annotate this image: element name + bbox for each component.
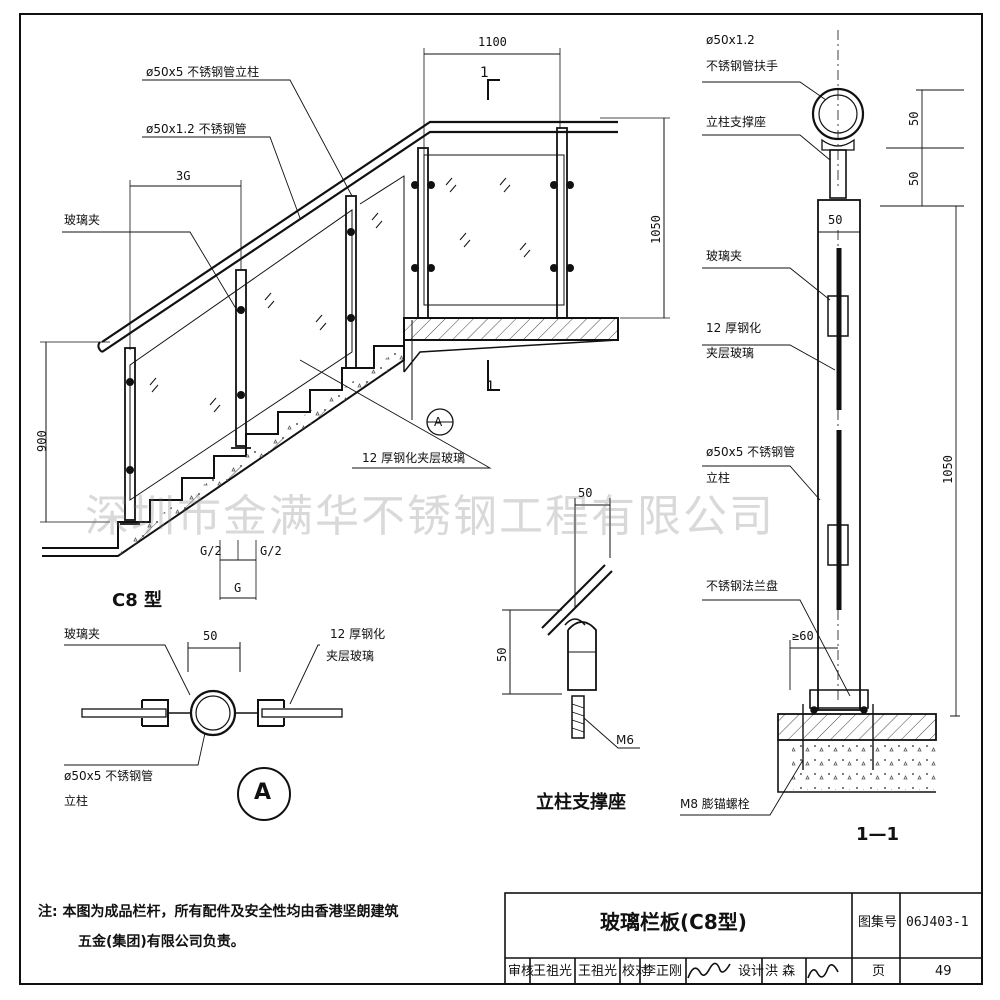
dim-1100: 1100 <box>478 35 507 49</box>
label-glass-clip: 玻璃夹 <box>64 213 101 227</box>
signature-hong <box>807 964 839 979</box>
page-number: 49 <box>935 964 952 979</box>
drawing-title: 玻璃栏板(C8型) <box>600 910 747 934</box>
label-a-post-1: ø50x5 不锈钢管 <box>64 769 154 783</box>
label-a-glass-1: 12 厚钢化 <box>330 627 386 641</box>
detail-a-label: A <box>254 780 272 805</box>
atlas-number: 06J403-1 <box>906 915 969 930</box>
detail-a-callout: A <box>434 415 443 429</box>
check-name: 李正刚 <box>643 964 683 979</box>
detail-a <box>64 642 343 821</box>
dim-1050: 1050 <box>649 215 663 244</box>
label-s-post-2: 立柱 <box>706 471 731 485</box>
section-mark-bottom: 1 <box>486 379 495 395</box>
note-line-2: 五金(集团)有限公司负责。 <box>78 934 245 950</box>
stair-elevation <box>40 48 670 600</box>
post-support-detail <box>502 498 640 749</box>
dim-s-50-lower: 50 <box>907 171 921 186</box>
page-label: 页 <box>872 964 886 979</box>
label-s-post-1: ø50x5 不锈钢管 <box>706 445 796 459</box>
label-s-handrail-1: ø50x1.2 <box>706 33 755 47</box>
label-s-seat: 立柱支撑座 <box>706 115 767 129</box>
dim-g2-right: G/2 <box>260 544 282 558</box>
design-label: 设计 <box>738 964 765 979</box>
sheet-border <box>19 13 983 985</box>
section-1-1 <box>680 30 964 816</box>
dim-a-50: 50 <box>203 629 218 643</box>
dim-s-1050: 1050 <box>941 455 955 484</box>
dim-g2-left: G/2 <box>200 544 222 558</box>
label-s-clip: 玻璃夹 <box>706 249 743 263</box>
label-s-glass-2: 夹层玻璃 <box>706 346 755 360</box>
dim-s-50-upper: 50 <box>907 111 921 126</box>
dim-seat-50-top: 50 <box>578 486 593 500</box>
dim-s-50: 50 <box>828 213 843 227</box>
check-label: 校对 <box>622 964 649 979</box>
atlas-label: 图集号 <box>858 915 898 930</box>
glass-clips <box>126 181 574 474</box>
label-s-bolt: M8 膨锚螺栓 <box>680 797 750 811</box>
watermark-text: 深圳市金满华不锈钢工程有限公司 <box>85 491 775 542</box>
section-mark-top: 1 <box>480 65 489 81</box>
review-label: 审核 <box>508 964 535 979</box>
dim-3g: 3G <box>176 169 191 183</box>
label-a-glass-2: 夹层玻璃 <box>326 649 375 663</box>
label-a-glass-clip: 玻璃夹 <box>64 627 101 641</box>
label-post-pipe: ø50x5 不锈钢管立柱 <box>146 65 260 79</box>
post-support-title: 立柱支撑座 <box>536 792 626 813</box>
label-s-flange: 不锈钢法兰盘 <box>706 579 779 593</box>
dim-900: 900 <box>35 430 49 452</box>
title-block <box>504 892 983 985</box>
note-line-1: 注: 本图为成品栏杆，所有配件及安全性均由香港坚朗建筑 <box>38 904 399 920</box>
signature-li <box>687 962 731 979</box>
label-s-handrail-2: 不锈钢管扶手 <box>706 59 779 73</box>
design-name: 洪 森 <box>765 964 796 979</box>
dim-seat-50-left: 50 <box>495 647 509 662</box>
dim-g: G <box>234 581 242 595</box>
label-pipe: ø50x1.2 不锈钢管 <box>146 122 247 136</box>
label-s-glass-1: 12 厚钢化 <box>706 321 762 335</box>
section-title: 1—1 <box>856 824 900 845</box>
dim-s-60: ≥60 <box>792 629 814 643</box>
elevation-title: C8 型 <box>112 590 163 611</box>
label-a-post-2: 立柱 <box>64 794 89 808</box>
label-glass: 12 厚钢化夹层玻璃 <box>362 451 466 465</box>
review-name: 王祖光 <box>533 964 573 979</box>
label-m6: M6 <box>616 733 634 747</box>
review-sign: 王祖光 <box>578 964 618 979</box>
